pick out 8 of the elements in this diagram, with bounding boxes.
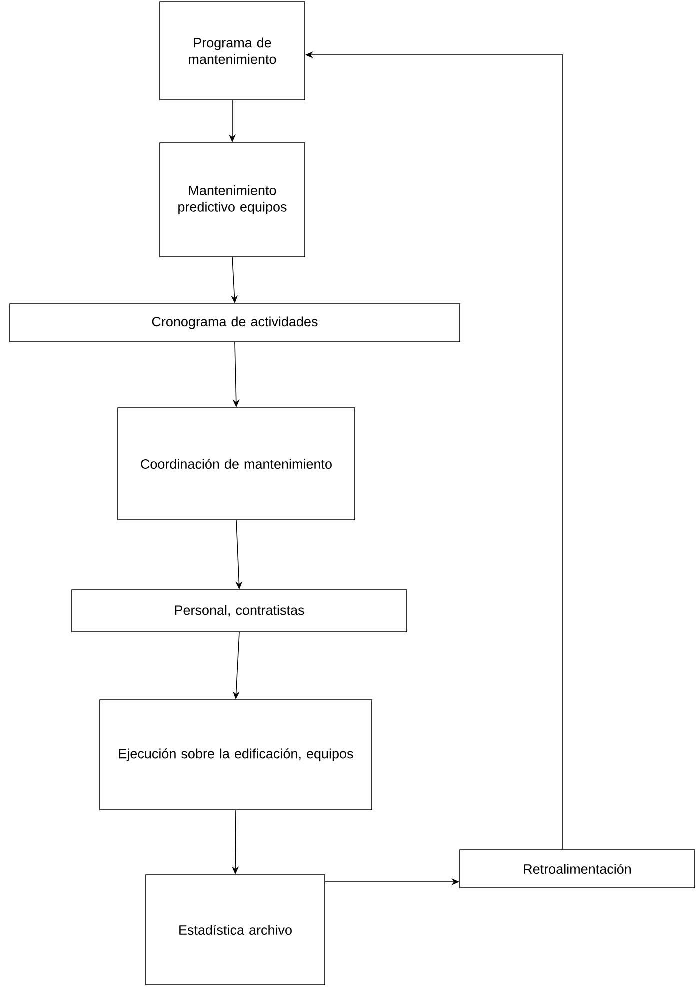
process-box: Ejecución sobre la edificación, equipos — [100, 700, 372, 810]
process-box: Programa de mantenimiento — [160, 2, 306, 100]
process-box: Retroalimentación — [460, 850, 696, 888]
process-box: Mantenimiento predictivo equipos — [160, 142, 306, 258]
process-box: Coordinación de mantenimiento — [118, 408, 356, 520]
process-box: Cronograma de actividades — [10, 304, 460, 342]
process-box: Personal, contratistas — [72, 590, 408, 632]
process-box: Estadística archivo — [146, 874, 326, 986]
